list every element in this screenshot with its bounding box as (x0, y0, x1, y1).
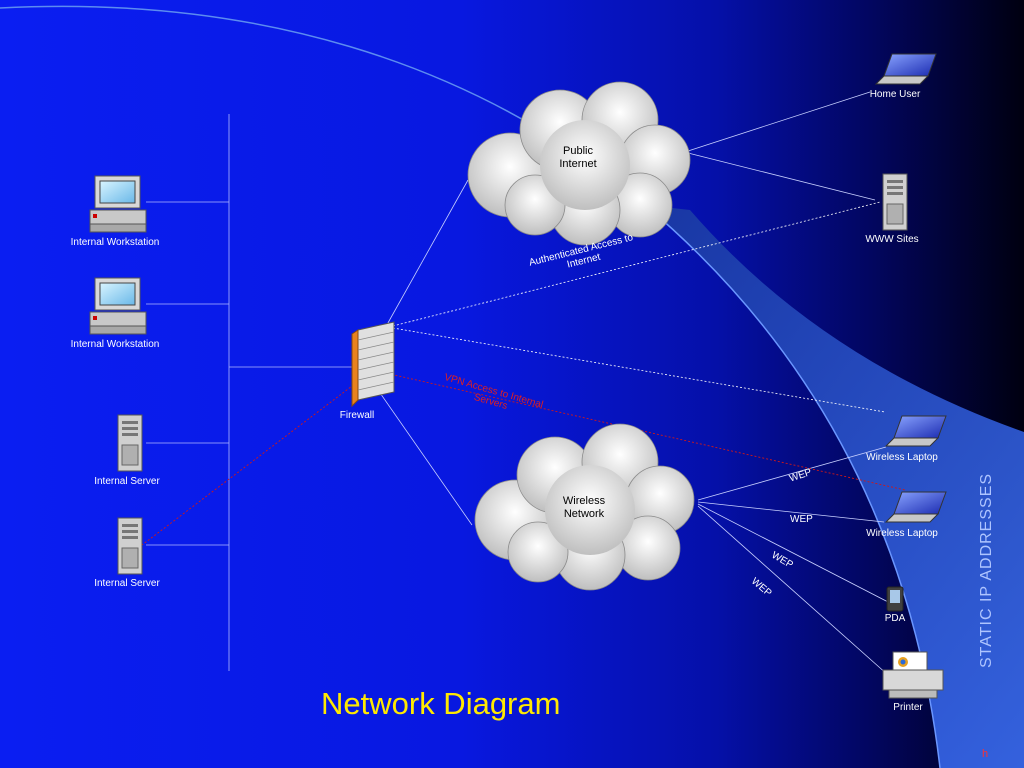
printer-label: Printer (893, 702, 923, 713)
wireless-network-label: Wireless Network (563, 495, 605, 521)
slide-title: Network Diagram (321, 686, 561, 721)
lan-lines (146, 114, 352, 671)
firewall-icon (351, 321, 395, 408)
laptop-icon (884, 491, 947, 523)
internal-workstation-label: Internal Workstation (70, 237, 160, 248)
wireless-laptop-label: Wireless Laptop (866, 452, 938, 463)
laptop-icon (874, 53, 937, 85)
page-number: h (982, 748, 989, 760)
public-internet-label-line1: Public (563, 145, 593, 157)
public-internet-label: Public Internet (559, 145, 596, 171)
wireless-network-cloud (474, 423, 695, 591)
pda-icon (886, 586, 904, 612)
laptop-icon (884, 415, 947, 447)
public-internet-cloud (467, 81, 691, 246)
public-internet-label-line2: Internet (559, 158, 597, 170)
server-icon (117, 517, 143, 575)
www-sites-label: WWW Sites (865, 234, 919, 245)
firewall-label: Firewall (339, 410, 375, 421)
internal-server-label: Internal Server (94, 578, 160, 589)
solid-links (377, 91, 891, 676)
wireless-network-label-line2: Network (563, 508, 605, 520)
wireless-laptop-label: Wireless Laptop (866, 528, 938, 539)
wireless-network-label-line1: Wireless (562, 495, 606, 507)
dotted-links (392, 201, 886, 413)
static-ip-side-label: STATIC IP ADDRESSES (978, 472, 995, 668)
workstation-icon (89, 277, 147, 335)
printer-icon (882, 651, 944, 699)
side-band (645, 205, 1024, 768)
pda-label: PDA (884, 613, 906, 624)
server-icon (882, 173, 908, 231)
home-user-label: Home User (869, 89, 921, 100)
internal-server-label: Internal Server (94, 476, 160, 487)
internal-workstation-label: Internal Workstation (70, 339, 160, 350)
wep-label: WEP (790, 514, 813, 525)
workstation-icon (89, 175, 147, 233)
server-icon (117, 414, 143, 472)
